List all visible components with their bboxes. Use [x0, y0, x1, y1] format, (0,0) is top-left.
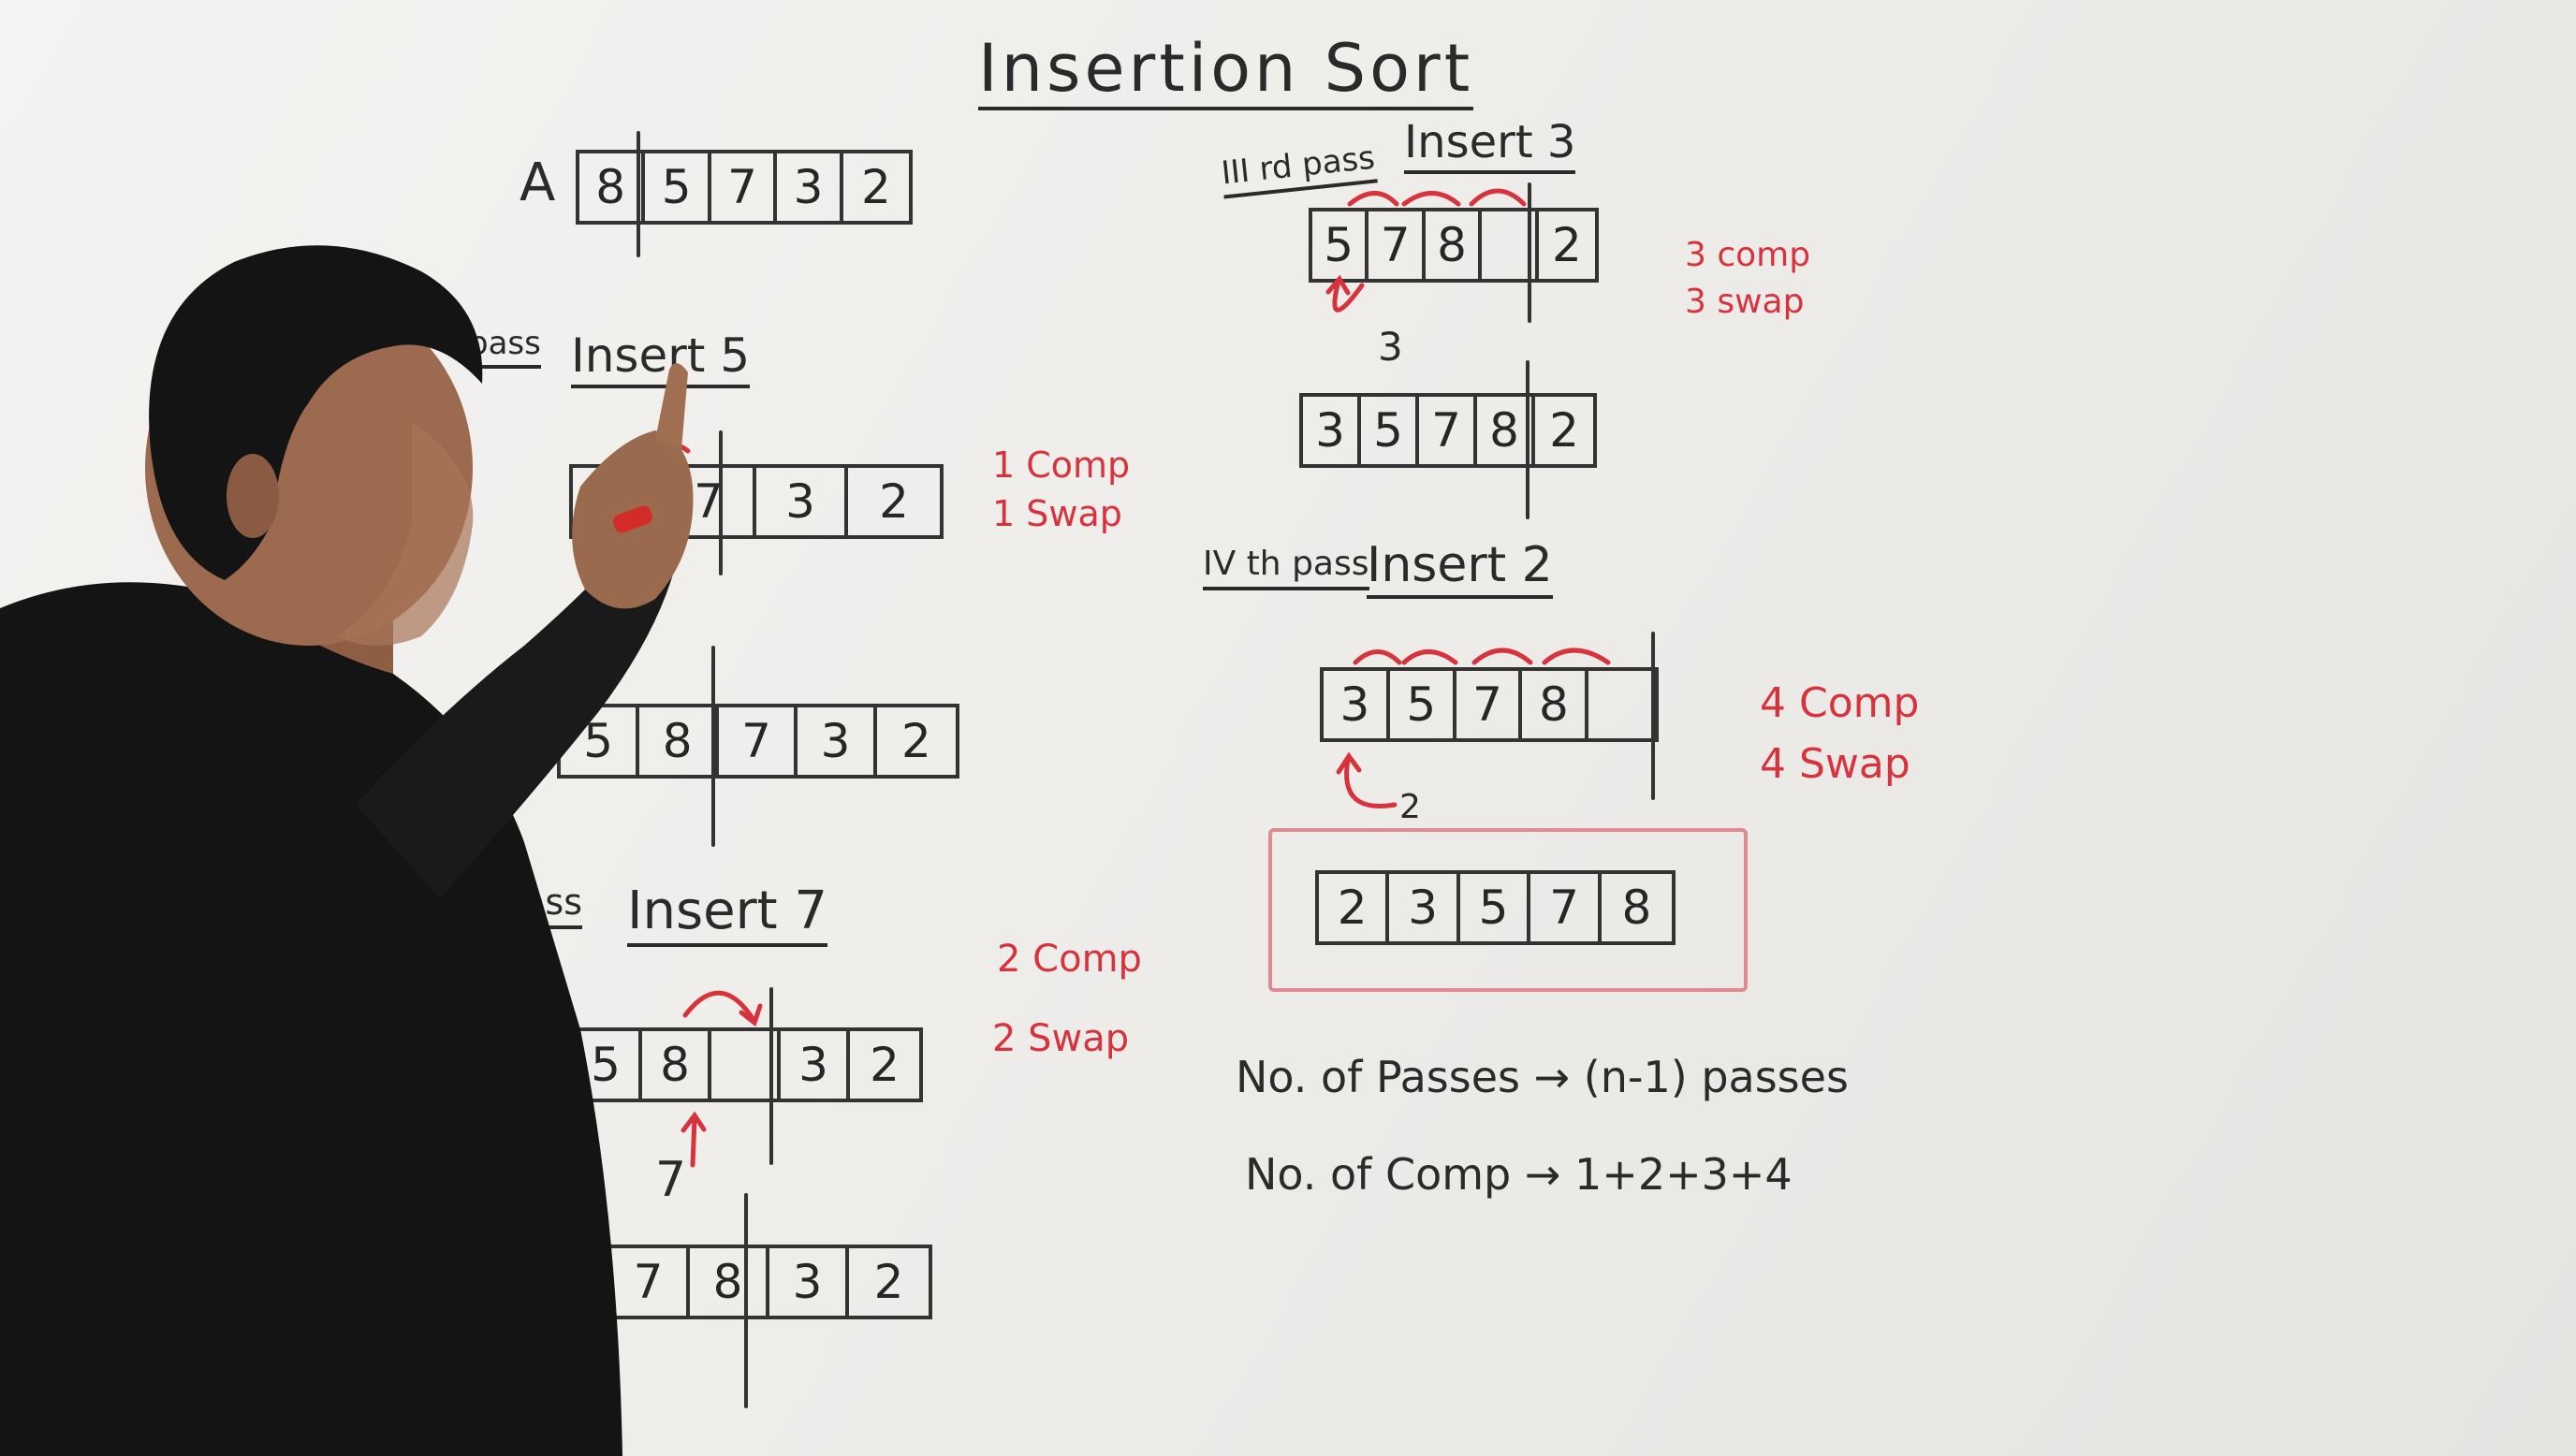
array-cell: 2	[1551, 218, 1582, 272]
array-cell: 7	[1419, 397, 1478, 464]
pass1-comp: 1 Comp	[992, 444, 1131, 486]
pass3-swap: 3 swap	[1685, 283, 1805, 321]
pass2-pending-value: 7	[655, 1152, 687, 1208]
array-cell: 5	[1460, 874, 1531, 941]
pass2-divider-after	[744, 1193, 748, 1408]
pass3-label: III rd pass	[1220, 139, 1378, 199]
array-cell: 7	[719, 707, 798, 775]
pass2-divider-before	[769, 987, 773, 1165]
pass4-label: IV th pass	[1203, 547, 1369, 590]
pass1-divider-before	[719, 430, 723, 575]
array-cell: 2	[1549, 403, 1579, 458]
array-cell: 2	[879, 474, 909, 529]
array-cell: 2	[873, 1255, 904, 1309]
array-cell: 7	[1530, 874, 1602, 941]
array-cell: 8	[1477, 397, 1536, 464]
pass4-divider-before	[1651, 632, 1655, 800]
pass3-heading: Insert 3	[1404, 120, 1576, 174]
pass4-pending-value: 2	[1399, 788, 1421, 826]
array-cell: 3	[781, 1031, 851, 1099]
instructor-hair	[149, 245, 483, 580]
pass1-divider-after	[711, 646, 715, 847]
array-label: A	[520, 153, 556, 213]
array-cell: 5	[645, 153, 711, 221]
array-cell: 5	[1361, 397, 1420, 464]
array-cell: 3	[777, 153, 843, 221]
array-cell: 3	[1389, 874, 1460, 941]
pass2-label: pass	[501, 884, 583, 929]
array-cell: 7	[1368, 211, 1426, 279]
array-cell	[1588, 671, 1655, 738]
pass2-comp: 2 Comp	[997, 938, 1142, 981]
pass3-pending-value: 3	[1378, 324, 1403, 370]
pass3-divider-before	[1528, 182, 1531, 323]
pass4-heading: Insert 2	[1367, 541, 1553, 599]
array-cell: 5	[573, 1031, 643, 1099]
array-cell: 3	[798, 707, 877, 775]
array-cell: 3	[1324, 671, 1390, 738]
array-cell: 8	[690, 1248, 770, 1316]
array-cell: 8	[579, 153, 646, 221]
pass1-swap: 1 Swap	[992, 493, 1122, 534]
array-cell	[711, 1031, 782, 1099]
result-highlight-box	[1268, 828, 1748, 992]
sorted-divider	[637, 131, 640, 257]
array-cell	[573, 468, 666, 535]
array-cell: 7	[610, 1248, 691, 1316]
array-cell: 3	[1303, 397, 1362, 464]
pass2-heading: Insert 7	[627, 885, 828, 947]
comparisons-formula: No. of Comp → 1+2+3+4	[1245, 1149, 1793, 1200]
pass3-divider-after	[1526, 360, 1530, 519]
array-cell: 2	[1319, 874, 1390, 941]
array-cell: 7	[711, 153, 778, 221]
array-cell: 8	[1621, 881, 1652, 935]
pass4-comp: 4 Comp	[1760, 679, 1920, 727]
array-cell: 2	[870, 1038, 900, 1092]
array-cell: 7	[1456, 671, 1523, 738]
array-cell: 5	[561, 707, 640, 775]
array-cell: 3	[756, 468, 849, 535]
pass4-swap: 4 Swap	[1760, 740, 1910, 788]
array-cell: 8	[639, 707, 719, 775]
array-cell: 8	[642, 1031, 712, 1099]
instructor-shirt	[0, 582, 622, 1456]
array-cell	[1482, 211, 1539, 279]
array-cell: 8	[1522, 671, 1589, 738]
array-cell: 2	[860, 160, 891, 214]
array-cell: 5	[1390, 671, 1456, 738]
array-cell: 3	[769, 1248, 850, 1316]
array-cell: 7	[665, 468, 757, 535]
array-cell: 5	[1312, 211, 1369, 279]
pass2-swap: 2 Swap	[992, 1017, 1130, 1060]
array-cell: 8	[1426, 211, 1483, 279]
pass1-heading: Insert 5	[571, 332, 751, 388]
array-cell: 2	[900, 714, 931, 768]
board-title: Insertion Sort	[978, 36, 1474, 110]
pass1-label: pass	[468, 328, 541, 369]
passes-formula: No. of Passes → (n-1) passes	[1236, 1052, 1849, 1102]
pass3-comp: 3 comp	[1685, 236, 1811, 274]
instructor-head	[145, 290, 473, 646]
